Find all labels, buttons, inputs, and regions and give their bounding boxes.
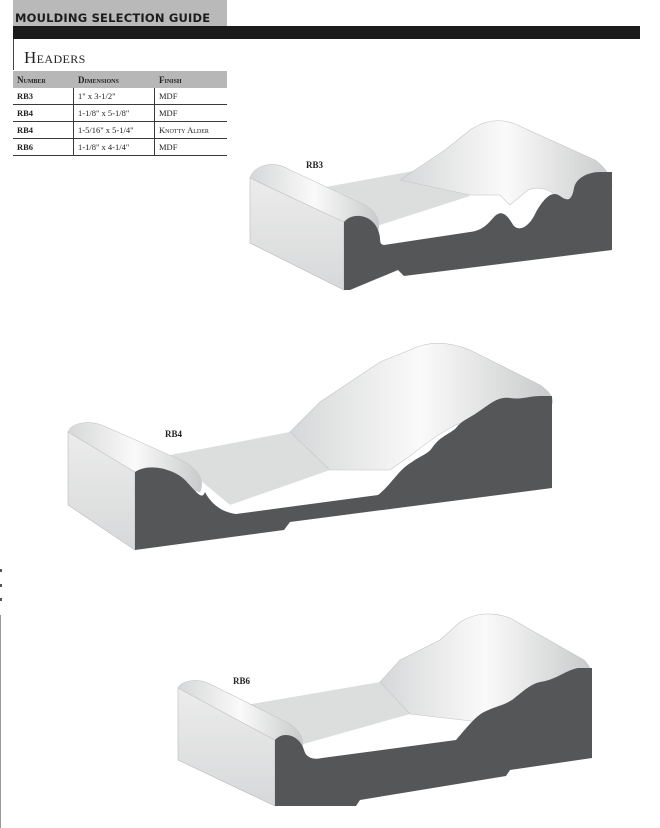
column-header-number: Number (13, 71, 74, 88)
cell-dimensions: 1-5/16" x 5-1/4" (73, 121, 155, 139)
table-row: RB4 1-5/16" x 5-1/4" Knotty Alder (13, 121, 227, 139)
cell-number: RB4 (13, 104, 74, 122)
column-header-dimensions: Dimensions (73, 71, 155, 88)
cell-dimensions: 1-1/8" x 4-1/4" (73, 138, 155, 156)
rb3-end-grain (344, 172, 612, 290)
column-header-finish: Finish (154, 71, 227, 88)
cell-finish: MDF (154, 88, 227, 105)
binding-mark (0, 584, 2, 587)
spec-table: Number Dimensions Finish RB3 1" x 3-1/2"… (13, 71, 227, 156)
table-row: RB3 1" x 3-1/2" MDF (13, 88, 227, 105)
guide-title: MOULDING SELECTION GUIDE (15, 11, 211, 25)
rb4-profile (67, 342, 553, 551)
rb4-label: RB4 (165, 429, 183, 439)
rb6-label: RB6 (233, 676, 251, 686)
rb4-steps (289, 342, 553, 471)
cell-number: RB4 (13, 121, 74, 139)
rb4-end-grain (135, 396, 552, 550)
binding-mark (0, 598, 2, 601)
table-row: RB6 1-1/8" x 4-1/4" MDF (13, 138, 227, 156)
rb6-end-grain (275, 668, 592, 806)
rb3-label: RB3 (306, 160, 324, 170)
section-title: Headers (24, 48, 86, 67)
cell-finish: MDF (154, 104, 227, 122)
rb3-profile (249, 120, 613, 291)
header-bar (13, 26, 640, 39)
rb6-profile (177, 613, 592, 807)
cell-dimensions: 1-1/8" x 5-1/8" (73, 104, 155, 122)
cell-finish: MDF (154, 138, 227, 156)
binding-mark (0, 569, 2, 572)
rb4-flat-face (170, 432, 330, 505)
header-title-box (13, 0, 227, 26)
section-divider (13, 39, 14, 70)
table-row: RB4 1-1/8" x 5-1/8" MDF (13, 104, 227, 122)
cell-dimensions: 1" x 3-1/2" (73, 88, 155, 105)
cell-number: RB3 (13, 88, 74, 105)
cell-finish: Knotty Alder (154, 121, 227, 139)
page-edge (0, 615, 1, 828)
cell-number: RB6 (13, 138, 74, 156)
table-header-row: Number Dimensions Finish (13, 71, 227, 88)
